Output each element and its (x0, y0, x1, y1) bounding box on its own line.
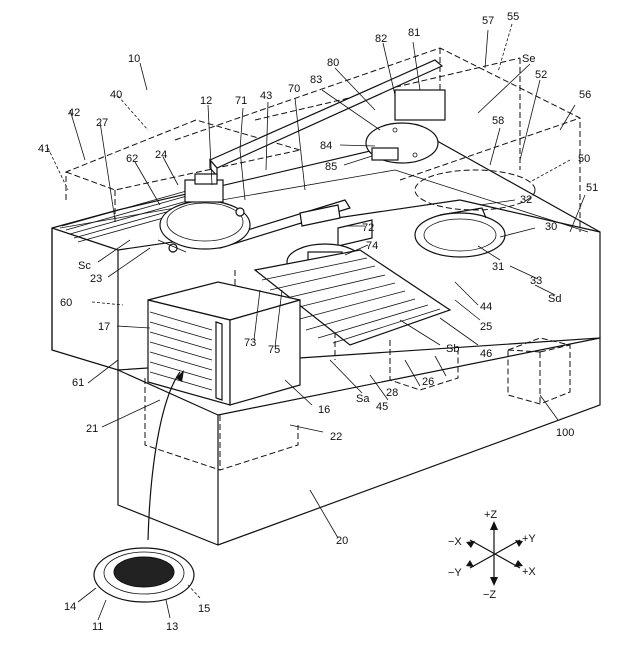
label-32: 32 (520, 194, 532, 206)
label-58: 58 (492, 115, 504, 127)
label-12: 12 (200, 95, 212, 107)
axis-label-nz: −Z (483, 589, 496, 601)
label-Sd: Sd (548, 293, 561, 305)
label-14: 14 (64, 601, 76, 613)
label-51: 51 (586, 182, 598, 194)
label-55: 55 (507, 11, 519, 23)
label-23: 23 (90, 273, 102, 285)
label-50: 50 (578, 153, 590, 165)
label-45: 45 (376, 401, 388, 413)
label-27: 27 (96, 117, 108, 129)
label-83: 83 (310, 74, 322, 86)
label-31: 31 (492, 261, 504, 273)
axis-label-py: +Y (522, 533, 536, 545)
label-Se: Se (522, 53, 535, 65)
label-74: 74 (366, 240, 378, 252)
label-15: 15 (198, 603, 210, 615)
label-22: 22 (330, 431, 342, 443)
label-57: 57 (482, 15, 494, 27)
label-72: 72 (362, 222, 374, 234)
axis-label-ny: −Y (448, 567, 462, 579)
label-81: 81 (408, 27, 420, 39)
label-40: 40 (110, 89, 122, 101)
axis-indicator: +Z −Z +X −X +Y −Y (448, 509, 536, 601)
label-Sc: Sc (78, 260, 91, 272)
label-26: 26 (422, 376, 434, 388)
label-42: 42 (68, 107, 80, 119)
label-82: 82 (375, 33, 387, 45)
label-Sb: Sb (446, 343, 459, 355)
label-13: 13 (166, 621, 178, 633)
label-41: 41 (38, 143, 50, 155)
label-100: 100 (556, 427, 574, 439)
label-80: 80 (327, 57, 339, 69)
label-56: 56 (579, 89, 591, 101)
label-60: 60 (60, 297, 72, 309)
label-24: 24 (155, 149, 167, 161)
label-28: 28 (386, 387, 398, 399)
upper-stage (366, 90, 445, 163)
label-71: 71 (235, 95, 247, 107)
label-25: 25 (480, 321, 492, 333)
label-20: 20 (336, 535, 348, 547)
axis-label-pz: +Z (484, 509, 497, 521)
axis-label-nx: −X (448, 536, 462, 548)
label-70: 70 (288, 83, 300, 95)
label-44: 44 (480, 301, 492, 313)
label-17: 17 (98, 321, 110, 333)
axis-label-px: +X (522, 566, 536, 578)
label-10: 10 (128, 53, 140, 65)
label-84: 84 (320, 140, 332, 152)
label-11: 11 (92, 621, 103, 633)
label-43: 43 (260, 90, 272, 102)
label-85: 85 (325, 161, 337, 173)
label-75: 75 (268, 344, 280, 356)
label-46: 46 (480, 348, 492, 360)
label-16: 16 (318, 404, 330, 416)
label-52: 52 (535, 69, 547, 81)
label-30: 30 (545, 221, 557, 233)
label-33: 33 (530, 275, 542, 287)
label-61: 61 (72, 377, 84, 389)
label-62: 62 (126, 153, 138, 165)
label-Sa: Sa (356, 393, 370, 405)
label-21: 21 (86, 423, 98, 435)
label-73: 73 (244, 337, 256, 349)
